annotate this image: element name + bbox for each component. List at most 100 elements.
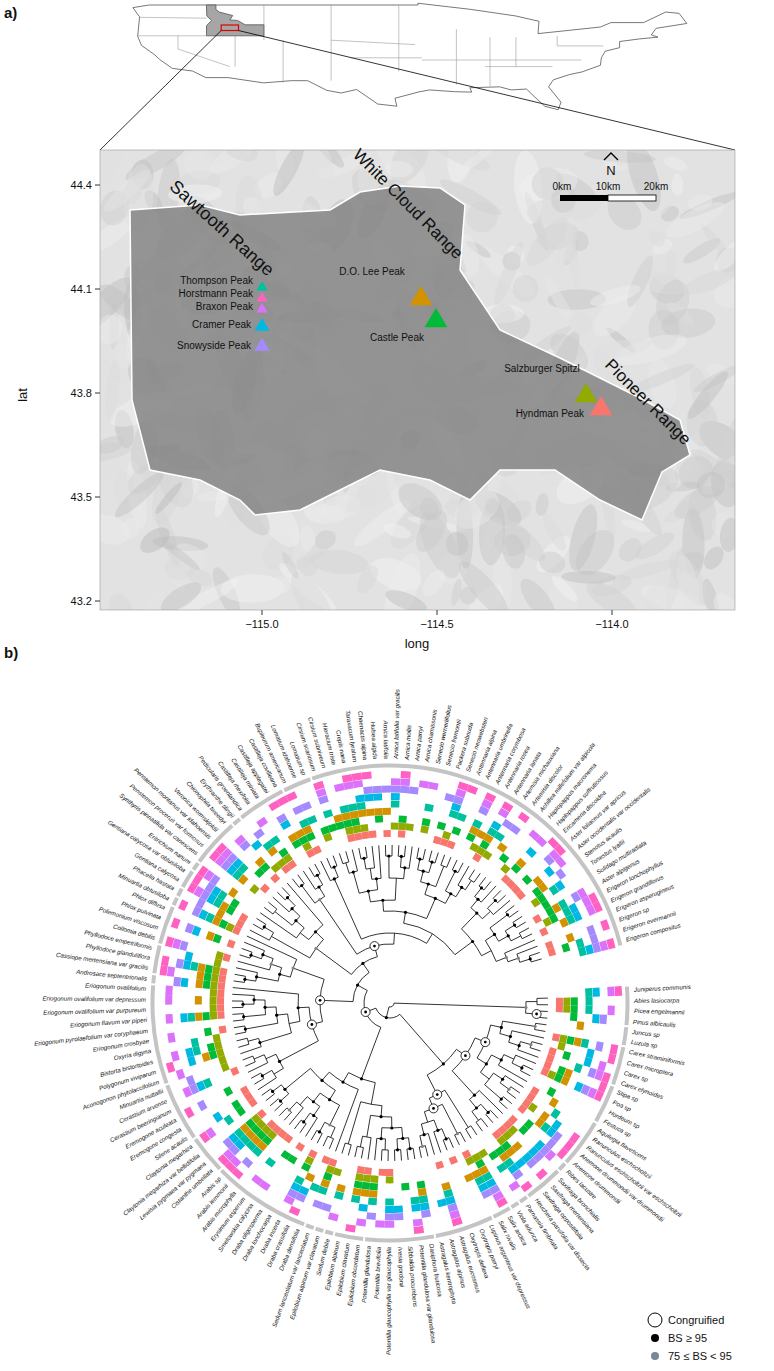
family-arc (510, 1201, 519, 1209)
branch (264, 1055, 268, 1063)
occurrence-cell (312, 1199, 323, 1209)
axis-tick (95, 601, 100, 602)
occurrence-cell (171, 917, 181, 929)
branch (316, 932, 324, 940)
branch (507, 1092, 516, 1099)
occurrence-cell (576, 1021, 584, 1030)
occurrence-cell (301, 1162, 311, 1172)
branch (511, 1087, 520, 1093)
branch (327, 858, 331, 868)
hillshade (631, 528, 678, 565)
state-border (398, 5, 399, 71)
branch (247, 936, 297, 959)
branch (282, 887, 290, 895)
family-arc (305, 1223, 314, 1230)
occurrence-cell (219, 1025, 227, 1033)
branch (357, 1146, 363, 1147)
branch (475, 897, 482, 903)
range-name: White Cloud Range (350, 146, 466, 262)
support-dot (278, 973, 281, 976)
hillshade (156, 577, 205, 610)
branch (264, 927, 273, 933)
axis-tick (95, 185, 100, 186)
occurrence-cell (369, 1190, 378, 1198)
support-dot (244, 1027, 247, 1030)
branch (251, 955, 261, 959)
hillshade (298, 527, 341, 571)
occurrence-cell (184, 951, 193, 961)
branch (320, 900, 357, 955)
branch (536, 998, 537, 1004)
legend-dot (651, 1352, 659, 1360)
occurrence-cell (496, 1197, 508, 1208)
branch (499, 1097, 503, 1102)
branch (500, 1034, 511, 1037)
occurrence-cell (218, 1154, 230, 1166)
occurrence-cell (532, 914, 542, 924)
occurrence-cell (615, 986, 623, 996)
occurrence-cell (465, 1156, 475, 1166)
hillshade (100, 312, 125, 347)
occurrence-cell (354, 832, 362, 840)
branch (469, 870, 475, 879)
occurrence-cell (305, 1172, 315, 1182)
branch (233, 988, 299, 994)
support-dot (404, 911, 407, 914)
branch (537, 998, 548, 999)
axis-tick (95, 393, 100, 394)
branch (276, 1054, 283, 1068)
tip-label: Potentilla glandulosa (361, 1246, 372, 1303)
scale-label: 0km (553, 182, 572, 192)
branch (306, 1118, 318, 1137)
branch (475, 888, 482, 897)
inset-map (100, 150, 735, 610)
branch (530, 1042, 532, 1048)
branch (417, 858, 423, 859)
occurrence-cell (358, 1204, 368, 1212)
hillshade (383, 586, 430, 610)
tip-label: Juncus sp (632, 1029, 660, 1038)
branch (490, 915, 508, 928)
branch (500, 1083, 509, 1089)
branch (243, 1056, 253, 1060)
support-dot (255, 975, 258, 978)
hillshade (266, 576, 291, 596)
branch (388, 1150, 389, 1161)
occurrence-cell (420, 1202, 430, 1210)
branch (289, 1108, 303, 1125)
zoom-line (100, 31, 221, 150)
support-dot (292, 966, 295, 969)
branch (449, 1138, 453, 1148)
branch (277, 1014, 288, 1015)
occurrence-cell (512, 1169, 524, 1180)
occurrence-cell (419, 1195, 429, 1203)
axis-tick-label: 43.5 (71, 492, 92, 503)
occurrence-cell (256, 817, 268, 828)
branch (289, 1021, 300, 1023)
congruified-node (481, 1038, 490, 1047)
support-dot (387, 854, 390, 857)
support-dot (242, 1015, 245, 1018)
state-border (138, 35, 207, 36)
branch (269, 933, 273, 941)
branch (275, 1103, 283, 1111)
branch (361, 933, 426, 943)
state-border (515, 37, 516, 66)
branch (409, 1138, 410, 1149)
branch (458, 863, 463, 873)
occurrence-cell (437, 1198, 447, 1207)
axis-tick (612, 610, 613, 615)
branch (397, 1139, 399, 1150)
branch (261, 951, 264, 959)
occurrence-cell (204, 972, 212, 981)
branch (481, 1118, 488, 1127)
occurrence-cell (212, 1034, 220, 1043)
scale-bar (560, 195, 608, 201)
branch (537, 1004, 548, 1005)
occurrence-cell (218, 982, 226, 990)
occurrence-cell (556, 1005, 563, 1012)
occurrence-cell (255, 857, 266, 868)
congruified-node (316, 996, 325, 1005)
occurrence-cell (312, 845, 322, 854)
support-dot (271, 1090, 274, 1093)
